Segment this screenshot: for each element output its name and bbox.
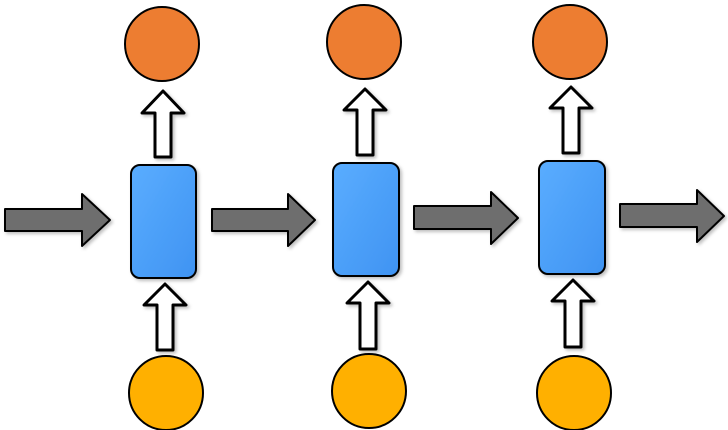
input-node-icon: [128, 355, 204, 430]
up-arrow-output-icon: [342, 87, 388, 157]
output-node-icon: [124, 6, 200, 82]
recurrent-arrow-icon: [413, 191, 519, 245]
recurrent-cell: [538, 160, 606, 275]
recurrent-arrow-icon: [4, 193, 111, 247]
time-step-2: [326, 4, 407, 429]
recurrent-arrow-icon: [619, 189, 725, 243]
time-step-3: [532, 4, 612, 430]
input-node-icon: [536, 355, 612, 430]
recurrent-arrows: [4, 189, 725, 247]
up-arrow-output-icon: [140, 89, 186, 159]
output-node-icon: [532, 4, 608, 80]
up-arrow-input-icon: [550, 278, 596, 349]
recurrent-cell: [130, 164, 197, 279]
recurrent-arrow-icon: [211, 193, 316, 247]
time-step-1: [124, 6, 204, 430]
output-node-icon: [326, 4, 402, 80]
up-arrow-input-icon: [142, 282, 188, 352]
input-node-icon: [331, 353, 407, 429]
up-arrow-input-icon: [345, 280, 391, 351]
recurrent-cell: [332, 162, 400, 277]
up-arrow-output-icon: [548, 85, 594, 155]
